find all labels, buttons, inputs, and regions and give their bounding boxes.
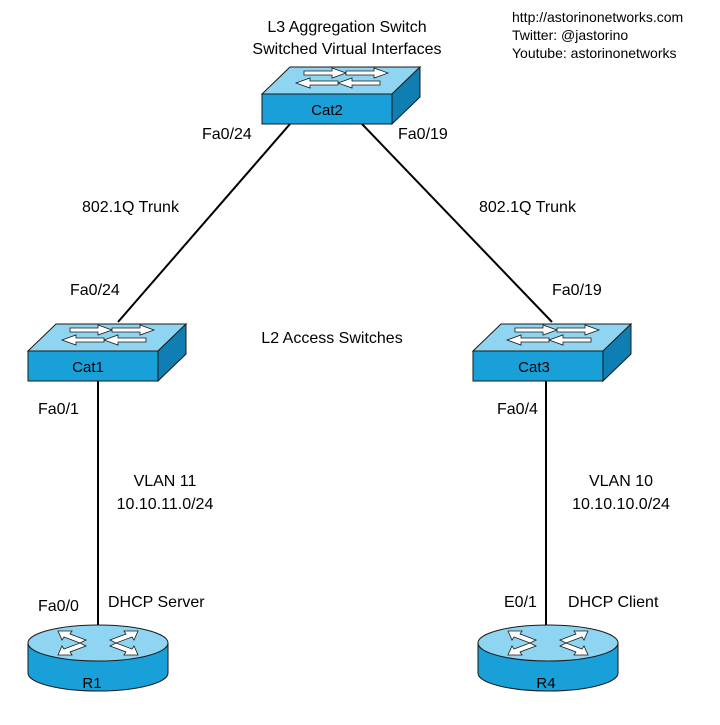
cat2-switch[interactable]: Cat2 [261,66,421,125]
vlan-label-right: VLAN 10 [589,473,653,490]
port-label-cat1-up: Fa0/24 [70,282,120,299]
trunk-link-left [117,123,291,323]
port-label-r1: Fa0/0 [38,598,79,615]
credit-youtube: Youtube: astorinonetworks [512,45,676,61]
r1-router[interactable]: R1 [27,624,169,692]
cat3-switch[interactable]: Cat3 [472,323,632,382]
trunk-link-right [361,123,553,323]
r4-router[interactable]: R4 [477,624,619,692]
port-label-cat2-right: Fa0/19 [398,126,448,143]
r1-label: R1 [82,675,101,692]
vlan-label-left: VLAN 11 [134,473,197,490]
port-label-cat2-left: Fa0/24 [202,126,252,143]
switch-icon [472,323,632,382]
cat2-label: Cat2 [311,102,343,119]
access-switches-label: L2 Access Switches [261,330,402,347]
credit-twitter: Twitter: @jastorino [512,27,628,43]
r1-role-label: DHCP Server [108,594,205,611]
port-label-cat3-up: Fa0/19 [552,282,602,299]
trunk-label-right: 802.1Q Trunk [479,199,577,216]
credit-url: http://astorinonetworks.com [512,9,683,25]
r4-role-label: DHCP Client [568,594,659,611]
diagram-title: L3 Aggregation Switch [267,19,426,36]
port-label-cat1-down: Fa0/1 [38,401,79,418]
subnet-label-right: 10.10.10.0/24 [572,496,670,513]
diagram-subtitle: Switched Virtual Interfaces [252,41,441,58]
cat3-label: Cat3 [518,359,550,376]
subnet-label-left: 10.10.11.0/24 [117,496,214,513]
port-label-cat3-down: Fa0/4 [497,401,538,418]
cat1-switch[interactable]: Cat1 [27,323,187,382]
r4-label: R4 [536,675,555,692]
port-label-r4: E0/1 [504,594,537,611]
trunk-label-left: 802.1Q Trunk [82,199,180,216]
switch-icon [27,323,187,382]
cat1-label: Cat1 [72,359,104,376]
